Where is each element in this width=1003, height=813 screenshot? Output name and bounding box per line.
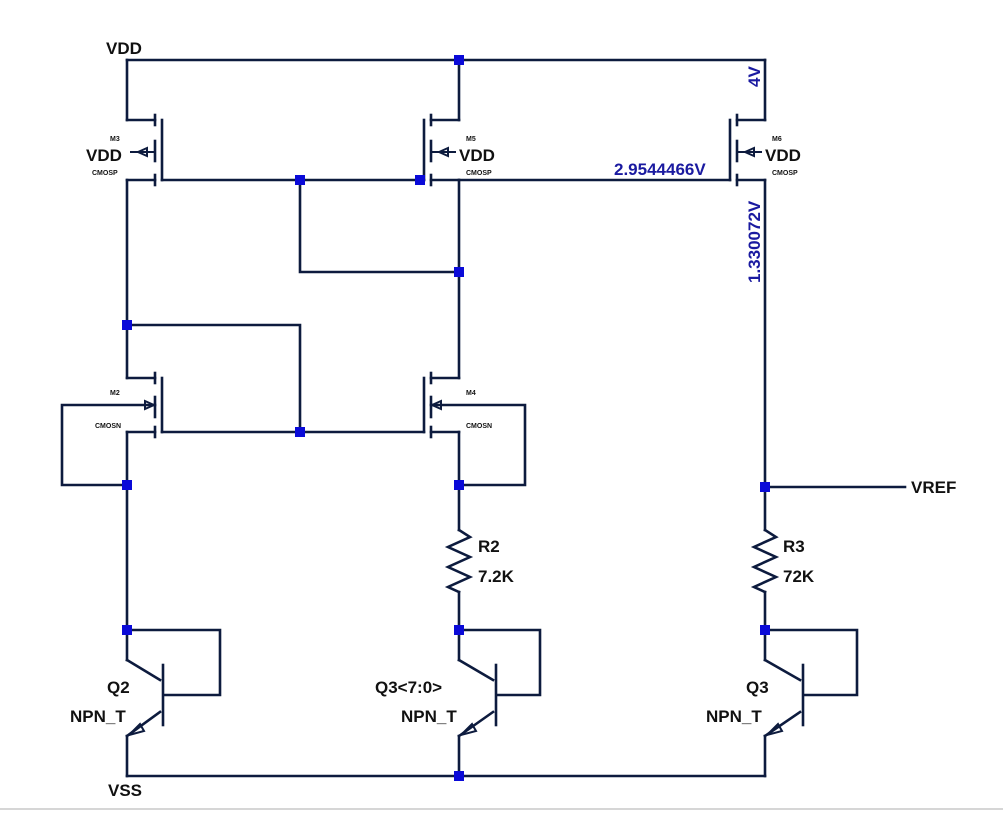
junction-node [760, 482, 770, 492]
r2-name: R2 [478, 537, 500, 556]
m4-name: M4 [466, 390, 476, 397]
junction-nodes [122, 55, 770, 781]
q3-model: NPN_T [706, 707, 762, 726]
bjt-q3-array [457, 628, 542, 778]
junction-node [122, 320, 132, 330]
vref-output-label: VREF [911, 478, 956, 497]
vdd-rail [125, 58, 767, 122]
m6-model: CMOSP [772, 170, 798, 177]
junction-node [415, 175, 425, 185]
pmos-m6 [728, 113, 767, 187]
junction-node [295, 427, 305, 437]
bjt-q3 [763, 628, 859, 778]
q3-name: Q3 [746, 678, 769, 697]
m4-model: CMOSN [466, 423, 492, 430]
m3-model: CMOSP [92, 170, 118, 177]
r2-value: 7.2K [478, 567, 515, 586]
vdd-rail-label: VDD [106, 39, 142, 58]
m3-name: M3 [110, 136, 120, 143]
junction-node [760, 625, 770, 635]
q3-array-name: Q3<7:0> [375, 678, 442, 697]
junction-node [454, 55, 464, 65]
bjt-q2 [125, 628, 222, 778]
pmos-m5 [422, 113, 461, 187]
window-bottom-border [0, 808, 1003, 810]
m2-model: CMOSN [95, 423, 121, 430]
q2-name: Q2 [107, 678, 130, 697]
probe-supply-voltage: 4V [745, 66, 764, 87]
m6-bulk-label: VDD [765, 146, 801, 165]
resistor-r2 [444, 528, 474, 662]
m6-name: M6 [772, 136, 782, 143]
junction-node [454, 480, 464, 490]
branch-wires [125, 178, 907, 532]
r3-name: R3 [783, 537, 805, 556]
m5-name: M5 [466, 136, 476, 143]
probe-gate-voltage: 2.9544466V [614, 160, 706, 179]
r3-value: 72K [783, 567, 815, 586]
q2-model: NPN_T [70, 707, 126, 726]
m5-model: CMOSP [466, 170, 492, 177]
m2-name: M2 [110, 390, 120, 397]
junction-node [454, 625, 464, 635]
junction-node [454, 771, 464, 781]
junction-node [454, 267, 464, 277]
q3-array-model: NPN_T [401, 707, 457, 726]
m3-bulk-label: VDD [86, 146, 122, 165]
vss-rail-label: VSS [108, 781, 142, 800]
nmos-m2 [60, 371, 164, 632]
junction-node [122, 625, 132, 635]
m5-bulk-label: VDD [459, 146, 495, 165]
junction-node [295, 175, 305, 185]
probe-drain-voltage: 1.330072V [745, 200, 764, 283]
pmos-gate-net [160, 178, 732, 274]
pmos-m3 [125, 113, 164, 187]
resistor-r3 [750, 528, 780, 662]
junction-node [122, 480, 132, 490]
